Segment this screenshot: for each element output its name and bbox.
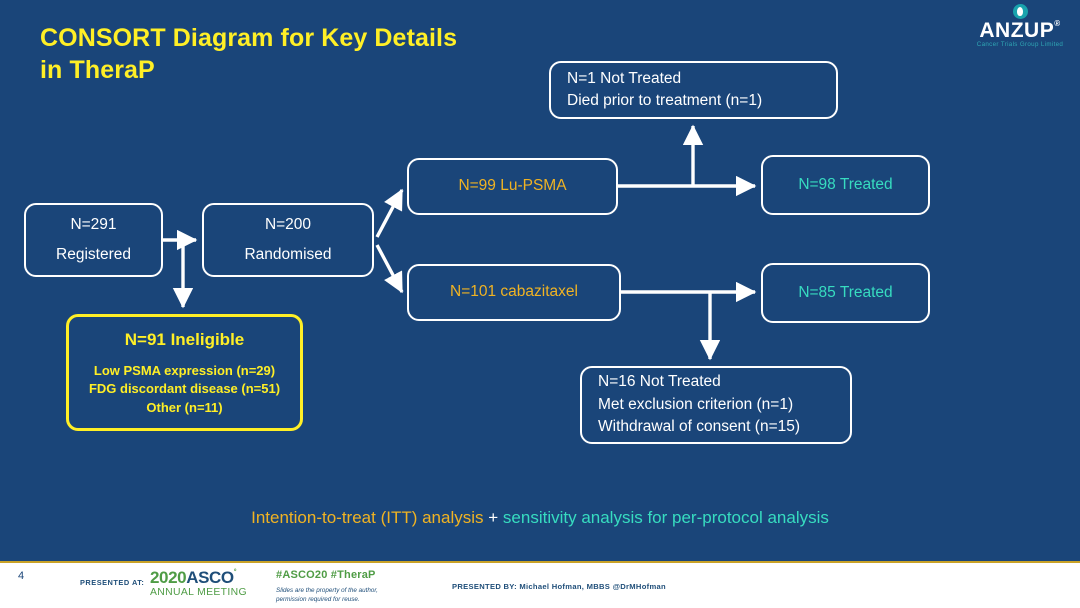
- caption-plus: +: [483, 508, 503, 527]
- ineligible-reason: Low PSMA expression (n=29): [93, 362, 276, 378]
- analysis-caption: Intention-to-treat (ITT) analysis + sens…: [0, 508, 1080, 528]
- node-randomised: N=200 Randomised: [202, 203, 374, 277]
- registered-mark-icon: ®: [1054, 19, 1061, 28]
- page-title: CONSORT Diagram for Key Details in Thera…: [40, 22, 600, 86]
- registered-count: N=291: [70, 216, 117, 234]
- node-ineligible: N=91 Ineligible Low PSMA expression (n=2…: [66, 314, 303, 431]
- anzup-mark-icon: [1012, 4, 1028, 19]
- slide-footer: 4 PRESENTED AT: 2020ASCO° ANNUAL MEETING…: [0, 561, 1080, 608]
- anzup-wordmark-text: ANZUP: [979, 19, 1055, 42]
- node-treated-cabazitaxel: N=85 Treated: [761, 263, 930, 323]
- asco-year: 2020: [150, 568, 187, 587]
- disclaimer-line-2: permission required for reuse.: [276, 596, 360, 604]
- arrow-randomised-to-lupsma: [375, 188, 404, 238]
- not-treated-lupsma-reason: Died prior to treatment (n=1): [567, 92, 763, 109]
- not-treated-cabazitaxel-reason: Withdrawal of consent (n=15): [598, 418, 801, 436]
- ineligible-heading: N=91 Ineligible: [124, 330, 245, 349]
- asco-subtitle: ANNUAL MEETING: [150, 587, 247, 598]
- registered-label: Registered: [56, 245, 131, 263]
- randomised-count: N=200: [264, 216, 312, 234]
- arm-cabazitaxel-label: N=101 cabazitaxel: [450, 283, 578, 301]
- caption-sensitivity: sensitivity analysis for per-protocol an…: [502, 508, 829, 527]
- node-not-treated-lupsma: N=1 Not Treated Died prior to treatment …: [549, 61, 838, 119]
- ineligible-reason: FDG discordant disease (n=51): [88, 381, 281, 397]
- node-not-treated-cabazitaxel: N=16 Not Treated Met exclusion criterion…: [580, 366, 852, 444]
- node-arm-cabazitaxel: N=101 cabazitaxel: [407, 264, 621, 321]
- caption-itt: Intention-to-treat (ITT) analysis: [251, 508, 484, 527]
- slide-number: 4: [18, 570, 25, 582]
- treated-cabazitaxel-label: N=85 Treated: [798, 283, 893, 301]
- asco-logo: 2020ASCO° ANNUAL MEETING: [150, 569, 247, 598]
- asco-logo-primary: 2020ASCO°: [150, 569, 247, 586]
- title-line-2: in TheraP: [40, 56, 155, 84]
- anzup-tagline: Cancer Trials Group Limited: [976, 41, 1064, 48]
- treated-lupsma-label: N=98 Treated: [798, 175, 893, 193]
- randomised-label: Randomised: [244, 245, 332, 263]
- footer-disclaimer: Slides are the property of the author, p…: [276, 586, 378, 605]
- anzup-logo: ANZUP® Cancer Trials Group Limited: [968, 4, 1072, 50]
- title-line-1: CONSORT Diagram for Key Details: [40, 24, 458, 52]
- node-registered: N=291 Registered: [24, 203, 163, 277]
- arrow-randomised-to-cabazitaxel: [375, 244, 404, 294]
- anzup-wordmark: ANZUP®: [968, 19, 1072, 42]
- disclaimer-line-1: Slides are the property of the author,: [276, 587, 378, 594]
- asco-registered-icon: °: [233, 569, 237, 576]
- presented-by: PRESENTED BY: Michael Hofman, MBBS @DrMH…: [452, 582, 666, 591]
- not-treated-cabazitaxel-reason: Met exclusion criterion (n=1): [598, 395, 794, 413]
- asco-name: ASCO: [186, 568, 234, 587]
- presented-at-label: PRESENTED AT:: [80, 578, 145, 587]
- footer-hashtags: #ASCO20 #TheraP: [276, 569, 376, 581]
- not-treated-lupsma-count: N=1 Not Treated: [567, 69, 682, 87]
- node-treated-lupsma: N=98 Treated: [761, 155, 930, 215]
- node-arm-lupsma: N=99 Lu-PSMA: [407, 158, 618, 215]
- ineligible-reason: Other (n=11): [146, 399, 223, 415]
- not-treated-cabazitaxel-count: N=16 Not Treated: [598, 373, 721, 391]
- arm-lupsma-label: N=99 Lu-PSMA: [458, 177, 567, 195]
